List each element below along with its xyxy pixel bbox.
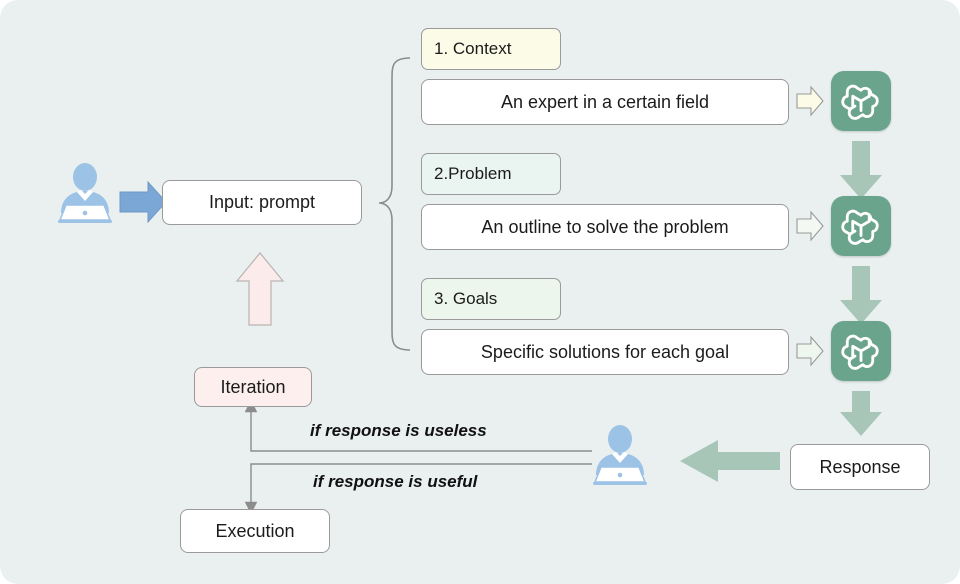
section-tag-2-label: 2.Problem bbox=[434, 164, 512, 184]
section-text-2[interactable]: An outline to solve the problem bbox=[421, 204, 789, 250]
section-tag-1-label: 1. Context bbox=[434, 39, 512, 59]
arrow-right-small-icon bbox=[796, 210, 824, 242]
iteration-node[interactable]: Iteration bbox=[194, 367, 312, 407]
arrow-down-icon bbox=[840, 141, 882, 199]
section-tag-3-label: 3. Goals bbox=[434, 289, 498, 309]
section-text-3[interactable]: Specific solutions for each goal bbox=[421, 329, 789, 375]
edge-label-useless: if response is useless bbox=[310, 421, 487, 440]
curly-brace-icon bbox=[378, 57, 411, 351]
input-prompt-label: Input: prompt bbox=[208, 192, 316, 213]
execution-label: Execution bbox=[215, 520, 295, 541]
section-text-1-label: An expert in a certain field bbox=[500, 91, 710, 112]
section-text-3-label: Specific solutions for each goal bbox=[480, 341, 730, 362]
response-label: Response bbox=[819, 456, 901, 477]
arrow-right-icon bbox=[119, 180, 167, 224]
section-tag-3[interactable]: 3. Goals bbox=[421, 278, 561, 320]
arrow-down-icon bbox=[840, 391, 882, 436]
arrow-up-icon bbox=[235, 252, 285, 326]
section-tag-2[interactable]: 2.Problem bbox=[421, 153, 561, 195]
arrow-right-small-icon bbox=[796, 85, 824, 117]
person-at-laptop-icon bbox=[588, 425, 652, 487]
response-node[interactable]: Response bbox=[790, 444, 930, 490]
input-prompt-node[interactable]: Input: prompt bbox=[162, 180, 362, 225]
section-text-2-label: An outline to solve the problem bbox=[481, 216, 729, 237]
person-at-laptop-icon bbox=[53, 163, 117, 225]
section-text-1[interactable]: An expert in a certain field bbox=[421, 79, 789, 125]
arrow-right-small-icon bbox=[796, 335, 824, 367]
chatgpt-logo-icon bbox=[831, 321, 891, 381]
section-tag-1[interactable]: 1. Context bbox=[421, 28, 561, 70]
iteration-label: Iteration bbox=[220, 376, 286, 397]
arrow-left-icon bbox=[680, 440, 780, 482]
chatgpt-logo-icon bbox=[831, 196, 891, 256]
arrow-down-icon bbox=[840, 266, 882, 324]
execution-node[interactable]: Execution bbox=[180, 509, 330, 553]
chatgpt-logo-icon bbox=[831, 71, 891, 131]
edge-label-useful: if response is useful bbox=[313, 472, 478, 491]
